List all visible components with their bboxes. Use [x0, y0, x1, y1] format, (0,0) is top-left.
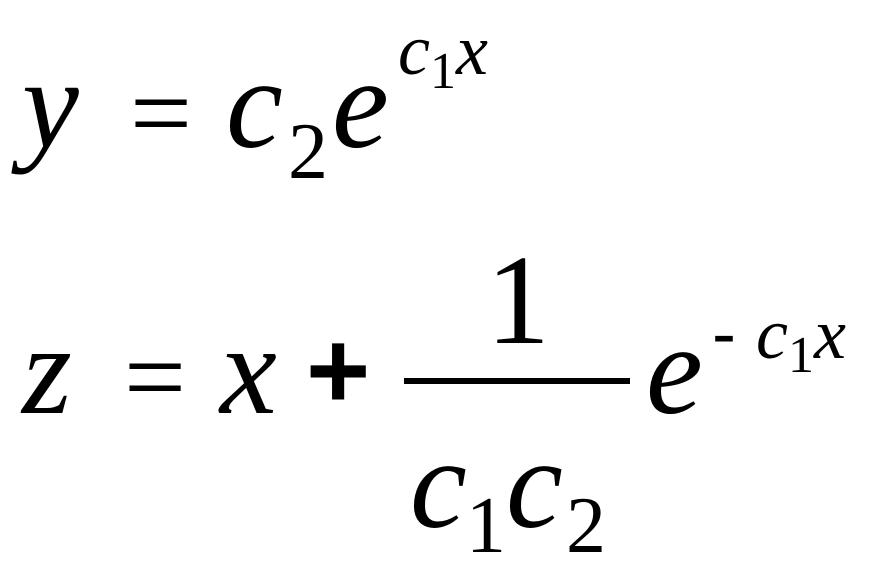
eq1-coef-c: c [226, 33, 283, 175]
eq2-den-c1: c [410, 413, 467, 555]
eq2-numerator: 1 [486, 229, 550, 371]
eq1-exp-c-subscript: 1 [430, 43, 456, 100]
eq2-plus: + [306, 309, 371, 432]
eq1-exp-x: x [456, 10, 488, 90]
eq2-exp-c: c [756, 294, 788, 374]
eq2-exp-x: x [814, 294, 846, 374]
eq2-equals: = [124, 316, 187, 438]
eq2-den-c2-subscript: 2 [566, 482, 606, 570]
eq1-exp-c: c [398, 10, 430, 90]
eq1-coef-subscript: 2 [288, 108, 328, 196]
eq1-lhs-y: y [22, 33, 79, 175]
eq2-exp-c-subscript: 1 [788, 327, 814, 384]
eq2-fraction-bar [404, 378, 630, 384]
eq1-base-e: e [332, 33, 389, 175]
eq2-exp-minus: - [712, 294, 736, 374]
eq2-base-e: e [646, 299, 703, 441]
eq2-var-x: x [220, 299, 277, 441]
eq1-equals: = [130, 52, 193, 174]
eq2-lhs-z: z [22, 299, 72, 441]
eq2-den-c1-subscript: 1 [466, 482, 506, 570]
eq2-den-c2: c [506, 413, 563, 555]
